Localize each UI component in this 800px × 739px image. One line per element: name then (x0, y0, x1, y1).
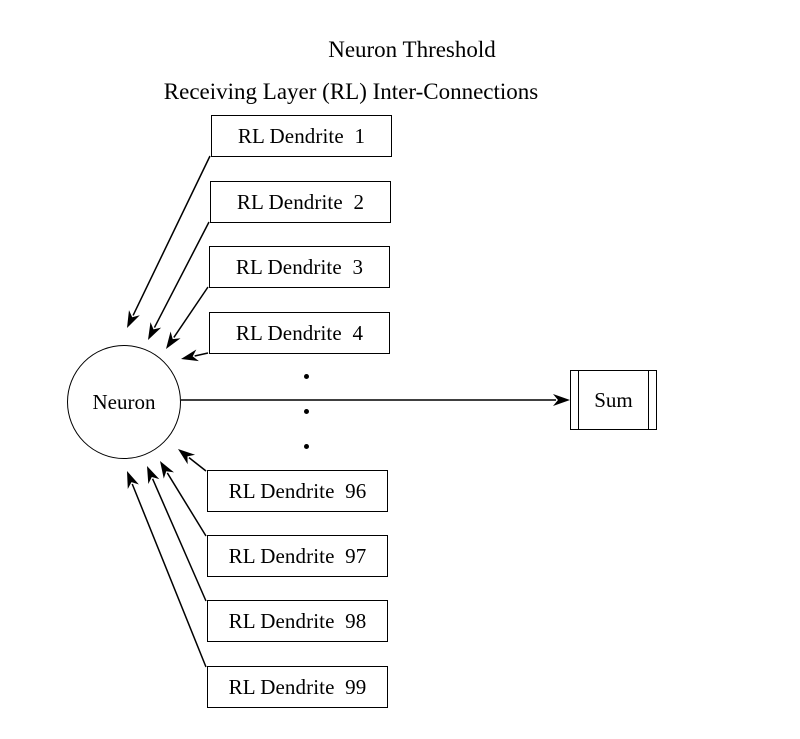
dendrite-box[interactable]: RL Dendrite 2 (210, 181, 391, 223)
sum-node[interactable]: Sum (570, 370, 657, 430)
page-title: Neuron Threshold (328, 37, 496, 62)
dendrite-arrow (166, 286, 209, 349)
neuron-to-sum-arrow (181, 394, 570, 406)
dendrite-label: RL Dendrite 2 (236, 189, 365, 214)
dendrite-arrow (181, 349, 209, 362)
dendrite-box[interactable]: RL Dendrite 98 (207, 600, 388, 642)
ellipsis-dot (304, 374, 309, 379)
sum-left-bar (578, 371, 579, 429)
dendrite-label: RL Dendrite 3 (235, 254, 364, 279)
dendrite-arrow (147, 466, 207, 602)
dendrite-arrow (178, 449, 207, 472)
dendrite-label: RL Dendrite 1 (237, 123, 366, 148)
ellipsis-dot (304, 409, 309, 414)
neuron-label: Neuron (92, 389, 156, 414)
sum-right-bar (648, 371, 649, 429)
dendrite-arrow (127, 471, 207, 668)
ellipsis-dot (304, 444, 309, 449)
dendrite-box[interactable]: RL Dendrite 1 (211, 115, 392, 157)
dendrite-label: RL Dendrite 99 (228, 674, 367, 699)
dendrite-box[interactable]: RL Dendrite 4 (209, 312, 390, 354)
dendrite-label: RL Dendrite 4 (235, 320, 364, 345)
dendrite-label: RL Dendrite 96 (228, 478, 367, 503)
page-subtitle: Receiving Layer (RL) Inter-Connections (163, 79, 539, 104)
dendrite-box[interactable]: RL Dendrite 97 (207, 535, 388, 577)
dendrite-arrow (148, 221, 210, 340)
dendrite-label: RL Dendrite 97 (228, 543, 367, 568)
neuron-node[interactable]: Neuron (67, 345, 181, 459)
dendrite-label: RL Dendrite 98 (228, 608, 367, 633)
dendrite-box[interactable]: RL Dendrite 99 (207, 666, 388, 708)
dendrite-arrow (160, 461, 207, 537)
dendrite-arrow (127, 155, 211, 328)
dendrite-box[interactable]: RL Dendrite 96 (207, 470, 388, 512)
sum-label: Sum (594, 387, 633, 412)
dendrite-box[interactable]: RL Dendrite 3 (209, 246, 390, 288)
